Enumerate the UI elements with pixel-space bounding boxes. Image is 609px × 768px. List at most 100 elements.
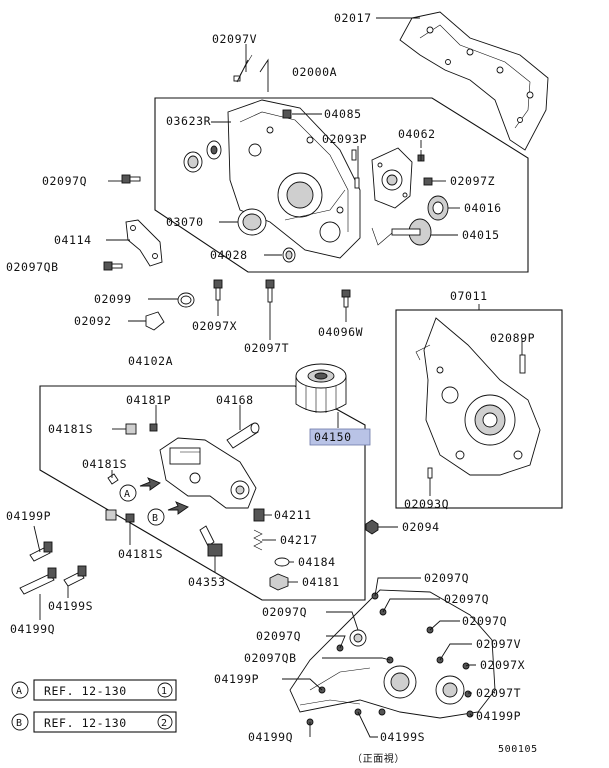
label-04114: 04114 <box>54 233 92 247</box>
label-04016: 04016 <box>464 201 502 215</box>
plug-04181s-b <box>107 473 119 485</box>
label-04102a: 04102A <box>128 354 173 368</box>
plug-04181p <box>149 423 158 432</box>
label-02089p: 02089P <box>490 331 535 345</box>
plate-04114 <box>125 219 163 267</box>
label-02097q-b5: 02097Q <box>256 629 301 643</box>
label-04199s-left: 04199S <box>48 599 93 613</box>
bolt-02097x-mid <box>213 279 223 301</box>
gasket-04184 <box>274 557 290 567</box>
svg-text:B: B <box>152 513 159 524</box>
group-box-04102a <box>39 385 366 601</box>
label-02097q-b2: 02097Q <box>444 592 489 606</box>
label-02097v-top: 02097V <box>212 32 257 46</box>
bolt-02097qb-left <box>103 261 123 271</box>
plug-04181s-a <box>125 423 137 435</box>
label-02099: 02099 <box>94 292 132 306</box>
label-04181p: 04181P <box>126 393 171 407</box>
rear-case-07011 <box>415 317 541 476</box>
gear-04016 <box>427 195 449 221</box>
svg-text:REF. 12-130: REF. 12-130 <box>44 684 127 698</box>
spring-04217 <box>253 529 263 551</box>
assembled-front-view <box>289 589 496 726</box>
label-04168: 04168 <box>216 393 254 407</box>
svg-text:B: B <box>16 718 23 729</box>
view-caption: （正面視） <box>352 752 405 765</box>
label-04199s-b: 04199S <box>380 730 425 744</box>
bolt-02097v-top <box>233 54 253 83</box>
label-04181s-c: 04181S <box>118 547 163 561</box>
label-07011: 07011 <box>450 289 488 303</box>
label-02097v-b: 02097V <box>476 637 521 651</box>
label-04199q-left: 04199Q <box>10 622 55 636</box>
label-03070: 03070 <box>166 215 204 229</box>
bolt-04096w <box>341 289 351 308</box>
seal-03070 <box>237 208 267 236</box>
plug-04181 <box>269 573 289 591</box>
label-04181s-b: 04181S <box>82 457 127 471</box>
label-04199q-b: 04199Q <box>248 730 293 744</box>
label-04217: 04217 <box>280 533 318 547</box>
stud-02089p <box>519 354 526 374</box>
marker-a: A <box>119 477 161 502</box>
label-04181s-a: 04181S <box>48 422 93 436</box>
label-02097q-b3: 02097Q <box>262 605 307 619</box>
label-02093p: 02093P <box>322 132 367 146</box>
o-ring-04028 <box>282 247 296 263</box>
svg-text:A: A <box>16 686 23 697</box>
svg-text:2: 2 <box>161 718 168 729</box>
bolt-04199q-left <box>19 567 57 595</box>
oil-seal-03623r <box>183 140 222 173</box>
relief-valve-housing <box>159 437 257 509</box>
ref-b: B REF. 12-130 2 <box>11 711 177 733</box>
label-04199p-b2: 04199P <box>476 709 521 723</box>
label-02097q-left: 02097Q <box>42 174 87 188</box>
nut-02094 <box>365 519 379 535</box>
oil-filter-04150 <box>295 363 347 413</box>
label-04015: 04015 <box>462 228 500 242</box>
svg-text:1: 1 <box>161 686 168 697</box>
pin-04168 <box>226 422 260 449</box>
label-04028: 04028 <box>210 248 248 262</box>
svg-text:A: A <box>124 489 131 500</box>
label-02097z: 02097Z <box>450 174 495 188</box>
label-02097x-b: 02097X <box>480 658 525 672</box>
label-04199p-left: 04199P <box>6 509 51 523</box>
label-02097q-b1: 02097Q <box>424 571 469 585</box>
bolt-04199p-left <box>29 541 53 562</box>
front-case-body <box>227 99 361 259</box>
label-04211: 04211 <box>274 508 312 522</box>
plug-04181s-c <box>105 509 135 523</box>
label-04199p-b1: 04199P <box>214 672 259 686</box>
label-02093q: 02093Q <box>404 497 449 511</box>
gasket-02017 <box>399 11 549 151</box>
diagram-code: 500105 <box>498 744 538 755</box>
label-02000a: 02000A <box>292 65 337 79</box>
label-02092: 02092 <box>74 314 112 328</box>
oil-pump-cover <box>371 147 413 209</box>
plunger-04211 <box>253 508 265 522</box>
label-02097t-b: 02097T <box>476 686 521 700</box>
marker-b: B <box>147 501 189 526</box>
highlight-04150 <box>309 428 371 446</box>
label-02097qb-b: 02097QB <box>244 651 297 665</box>
bolt-02097z <box>423 177 446 186</box>
bolt-02097t-mid <box>265 279 275 303</box>
label-04353: 04353 <box>188 575 226 589</box>
gasket-02092 <box>145 311 165 331</box>
screw-04062 <box>417 150 425 162</box>
label-04184: 04184 <box>298 555 336 569</box>
label-02094: 02094 <box>402 520 440 534</box>
label-04181: 04181 <box>302 575 340 589</box>
o-ring-02099 <box>177 292 195 308</box>
bolt-04353 <box>199 525 223 557</box>
pin-02093p <box>351 149 360 189</box>
label-02017: 02017 <box>334 11 372 25</box>
label-02097x-mid: 02097X <box>192 319 237 333</box>
ref-a: A REF. 12-130 1 <box>11 679 177 701</box>
label-02097q-b4: 02097Q <box>462 614 507 628</box>
label-04062: 04062 <box>398 127 436 141</box>
gear-shaft-04015 <box>371 218 432 246</box>
label-04150: 04150 <box>314 430 352 444</box>
